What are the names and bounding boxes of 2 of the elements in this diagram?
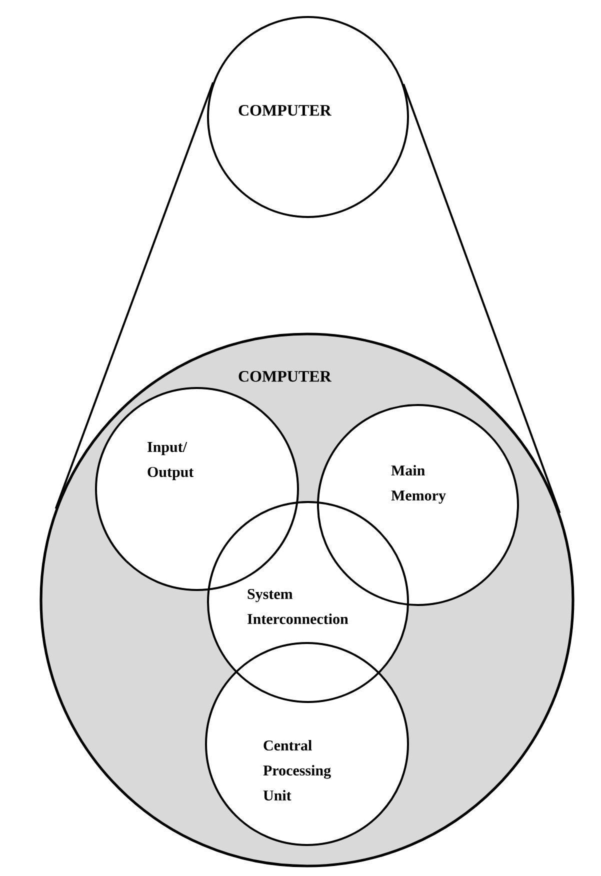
connector-line: [402, 84, 561, 514]
connector-line: [54, 82, 214, 509]
